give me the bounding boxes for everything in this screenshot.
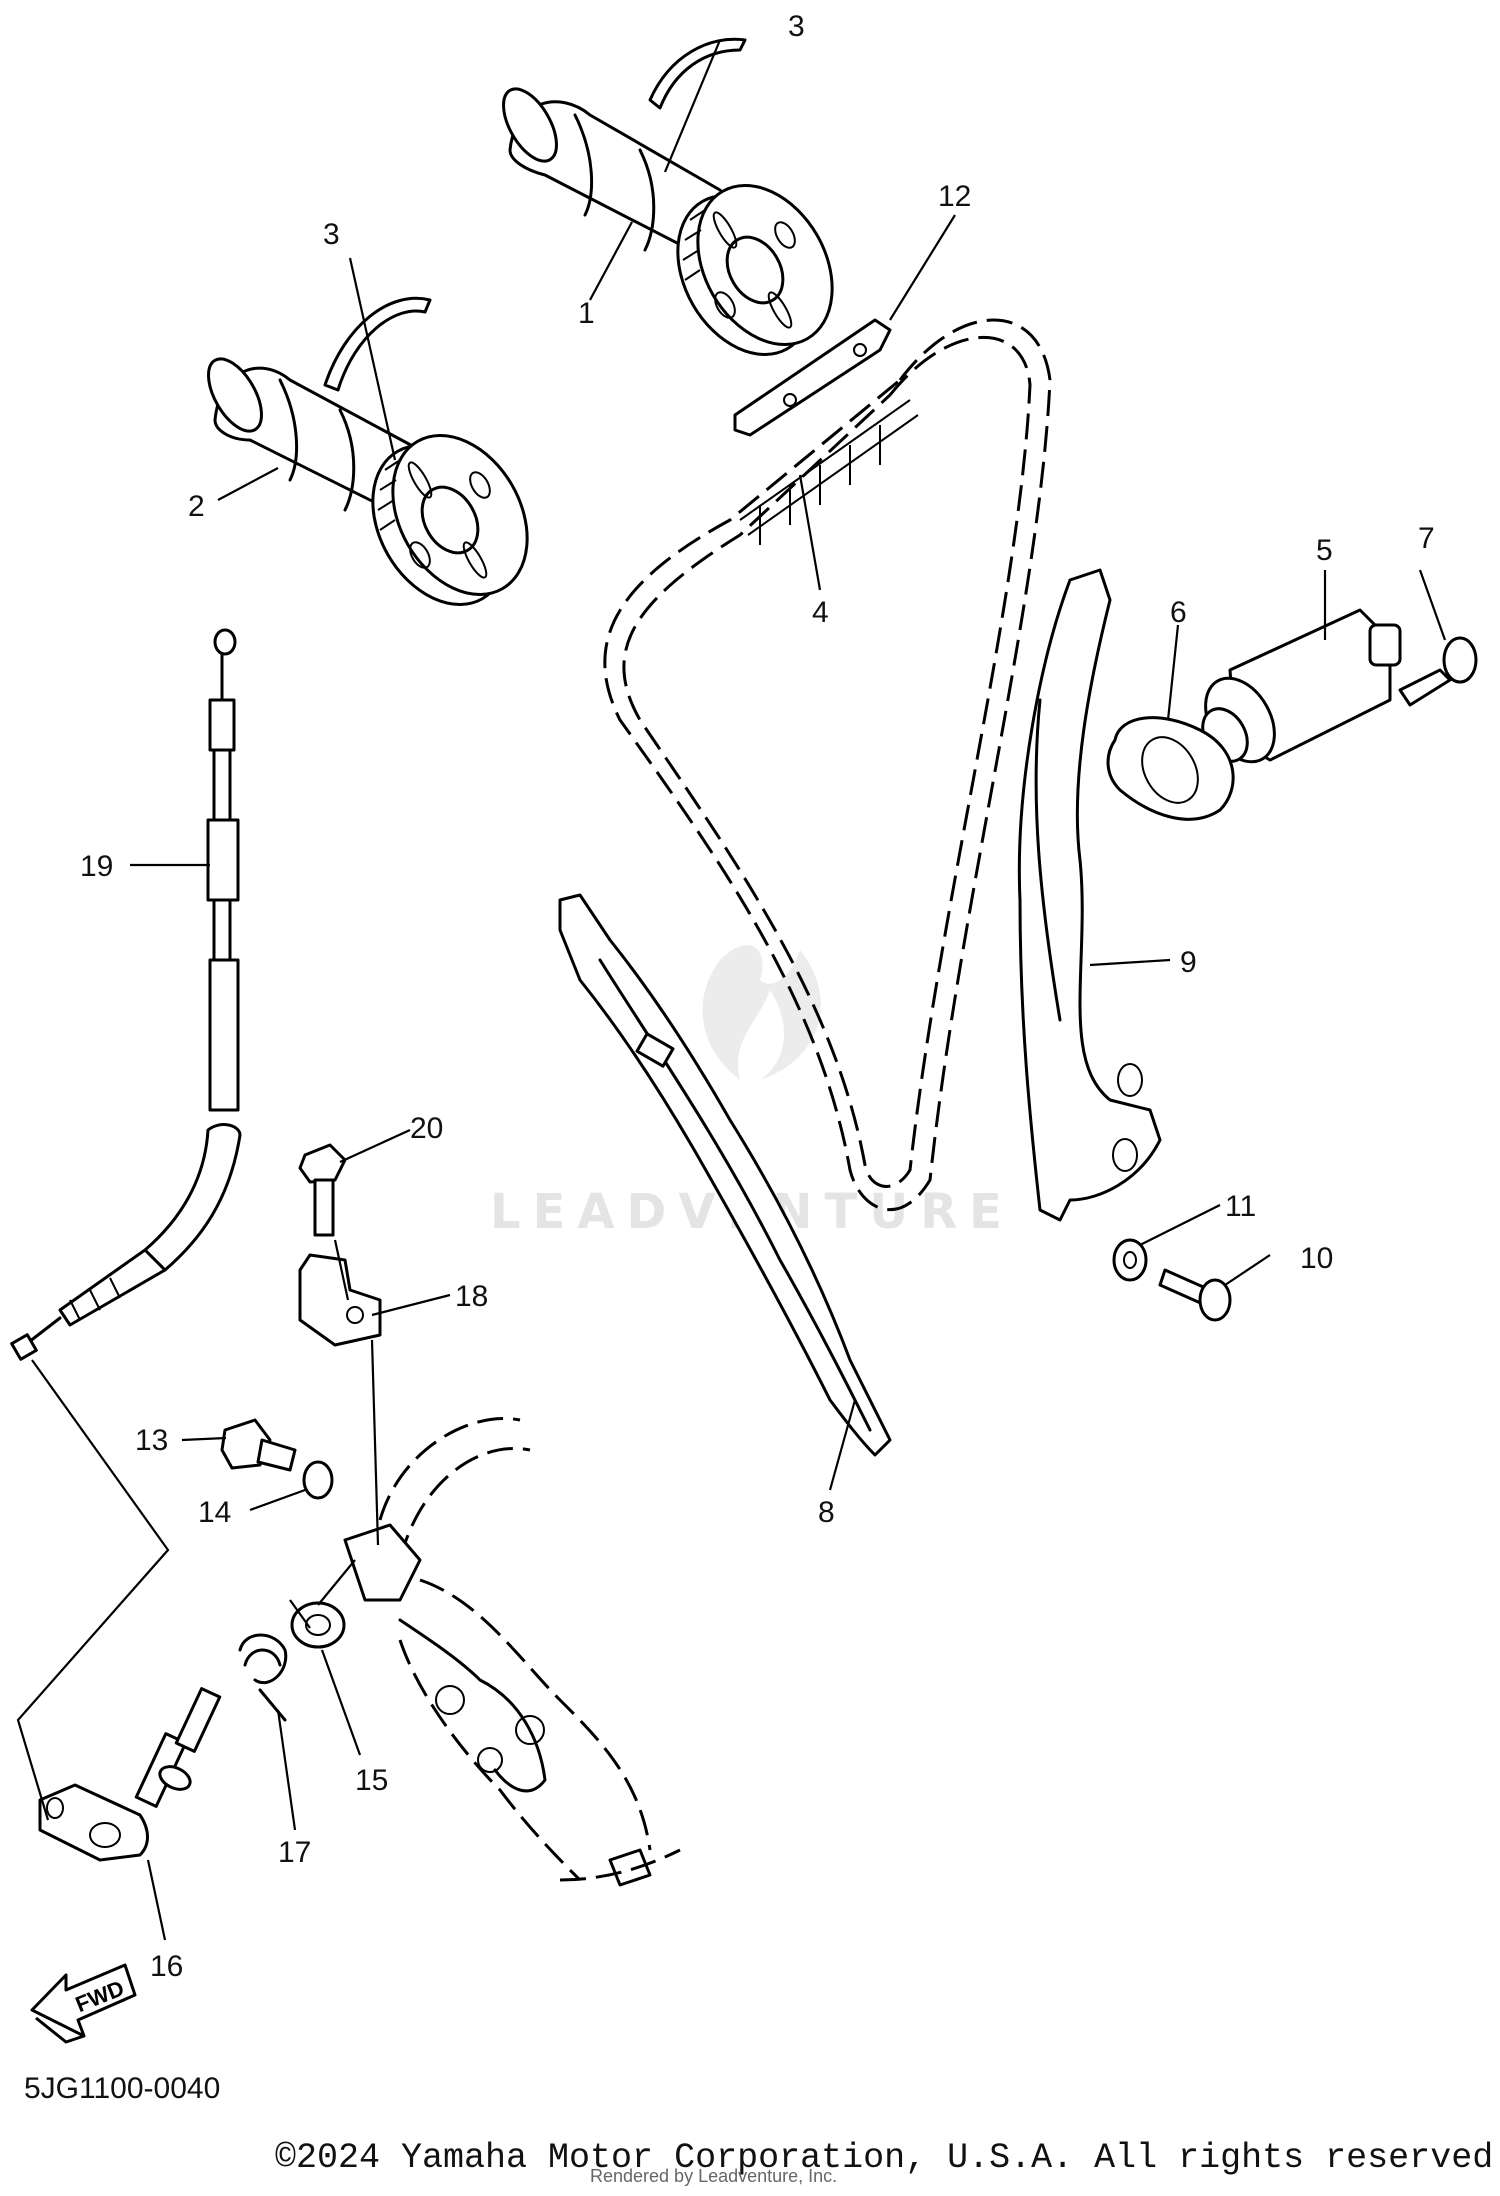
callout-16: 16 [150,1950,183,1983]
chain-guide-top [733,318,892,437]
camshaft-intake [502,87,834,356]
copyright-notice: ©2024 Yamaha Motor Corporation, U.S.A. A… [275,2138,1500,2178]
torsion-spring [238,1633,288,1722]
callout-2: 2 [188,490,205,523]
callout-3-left: 3 [323,218,340,251]
callout-1: 1 [578,297,595,330]
lever-bolt [298,1143,347,1237]
guide-bolt [1158,1268,1232,1322]
chain-guide-front [558,893,892,1457]
callout-6: 6 [1170,596,1187,629]
callout-4: 4 [812,596,829,629]
callout-19: 19 [80,850,113,883]
chain-tensioner-guide [1017,568,1162,1222]
callout-20: 20 [410,1112,443,1145]
callout-18: 18 [455,1280,488,1313]
guide-washer [1112,1238,1148,1282]
oil-seal [290,1601,346,1649]
callout-17: 17 [278,1836,311,1869]
callout-numbers: 1 2 3 3 4 5 6 7 8 9 10 11 12 13 14 15 16… [80,10,1435,1983]
cylinder-head [343,1417,681,1887]
callout-3-top: 3 [788,10,805,43]
cover-bolt [220,1418,297,1472]
callout-8: 8 [818,1496,835,1529]
camshaft-exhaust [207,357,529,606]
tensioner-bolt [1398,636,1478,707]
diagram-code: 5JG1100-0040 [24,2072,221,2105]
decompression-cable [10,628,242,1361]
tensioner-gasket [1106,716,1235,821]
callout-15: 15 [355,1764,388,1797]
fwd-arrow-icon: FWD [30,1963,137,2044]
cover-washer [302,1460,334,1500]
decompression-lever [298,1253,382,1347]
callout-10: 10 [1300,1242,1333,1275]
clip-upper [648,37,747,110]
callout-5: 5 [1316,534,1333,567]
cam-chain [603,318,1052,1211]
callout-13: 13 [135,1424,168,1457]
decompression-shaft [38,1687,222,1862]
clip-left [323,296,432,392]
callout-11: 11 [1225,1190,1256,1223]
callout-7: 7 [1418,522,1435,555]
leader-lines [130,39,1447,1941]
callout-12: 12 [938,180,971,213]
callout-9: 9 [1180,946,1197,979]
callout-14: 14 [198,1496,231,1529]
rendered-by-note: Rendered by Leadventure, Inc. [590,2166,838,2186]
